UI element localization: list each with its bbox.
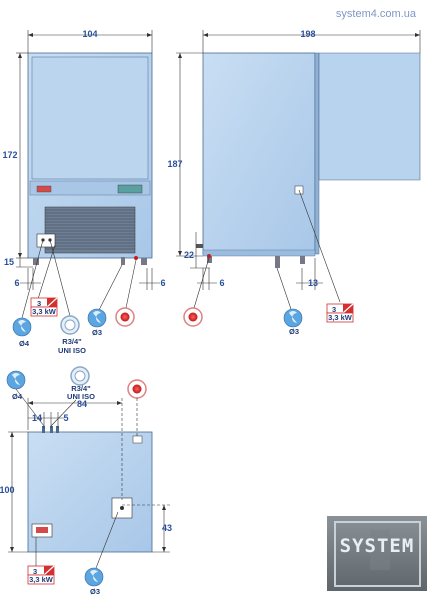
pipe-standard: UNI ISO [58,346,86,355]
brand-plate [117,184,143,194]
connection-box [36,233,56,248]
water-inlet-icon: Ø4 [12,317,32,348]
foot [141,258,147,265]
electric-number: 3 [33,567,37,576]
open-door [318,52,421,181]
front-electric-symbol: 3 3,3 kW [30,297,58,317]
side-view: 198 187 22 6 13 [167,29,421,313]
electric-power: 3,3 kW [32,307,57,316]
system-logo: SYSTEM [327,516,427,591]
dim-side-base: 22 [184,250,194,260]
dim-top-drain-offset: 43 [162,523,172,533]
logo-text: SYSTEM [340,535,415,557]
water-diameter: Ø4 [12,392,23,401]
top-view: Ø4 R3/4" UNI ISO 84 14 [0,366,172,596]
front-door [31,56,149,180]
drain-diameter: Ø3 [90,587,100,596]
side-drain-icon: Ø3 [283,308,303,336]
hazard-icon [115,307,135,327]
dim-side-height: 187 [167,159,182,169]
top-hazard-icon [127,379,147,399]
drain-icon: Ø3 [87,308,107,337]
dim-front-left-offset: 6 [14,278,19,288]
dim-front-height: 172 [2,150,17,160]
dim-side-width: 198 [300,29,315,39]
pipe-size: R3/4" [62,337,82,346]
dim-top-depth: 100 [0,485,15,495]
foot [33,258,39,265]
electric-number: 3 [332,305,336,314]
top-drain-icon: Ø3 [84,567,104,596]
front-view: 104 172 15 6 6 [2,29,166,319]
side-electric-symbol: 3 3,3 kW [326,303,354,323]
dim-top-width: 84 [77,399,87,409]
pipe-size: R3/4" [71,384,91,393]
dim-front-right-offset: 6 [160,278,165,288]
drain-diameter: Ø3 [289,327,299,336]
dim-front-base: 15 [4,257,14,267]
side-hazard-icon [183,307,203,327]
dim-side-right-offset: 13 [308,278,318,288]
pipe-connection-icon: R3/4" UNI ISO [58,315,86,355]
watermark-text: system4.com.ua [336,8,417,20]
drain-diameter: Ø3 [92,328,102,337]
drain-pipe [121,257,125,265]
top-electric-symbol: 3 3,3 kW [27,565,55,585]
pipe-standard: UNI ISO [67,392,95,401]
dim-top-gap-b: 5 [63,413,68,423]
water-diameter: Ø4 [19,339,30,348]
display-indicator [36,185,52,193]
dim-side-left-offset: 6 [219,278,224,288]
top-pipe-icon: R3/4" UNI ISO [67,366,95,401]
dim-front-width: 104 [82,29,97,39]
electric-power: 3,3 kW [29,575,54,584]
dim-top-gap-a: 14 [32,413,42,423]
top-water-icon: Ø4 [6,370,26,401]
electric-number: 3 [37,299,41,308]
ventilation-grille [44,206,136,254]
electric-power: 3,3 kW [328,313,353,322]
side-cabinet [202,52,316,255]
